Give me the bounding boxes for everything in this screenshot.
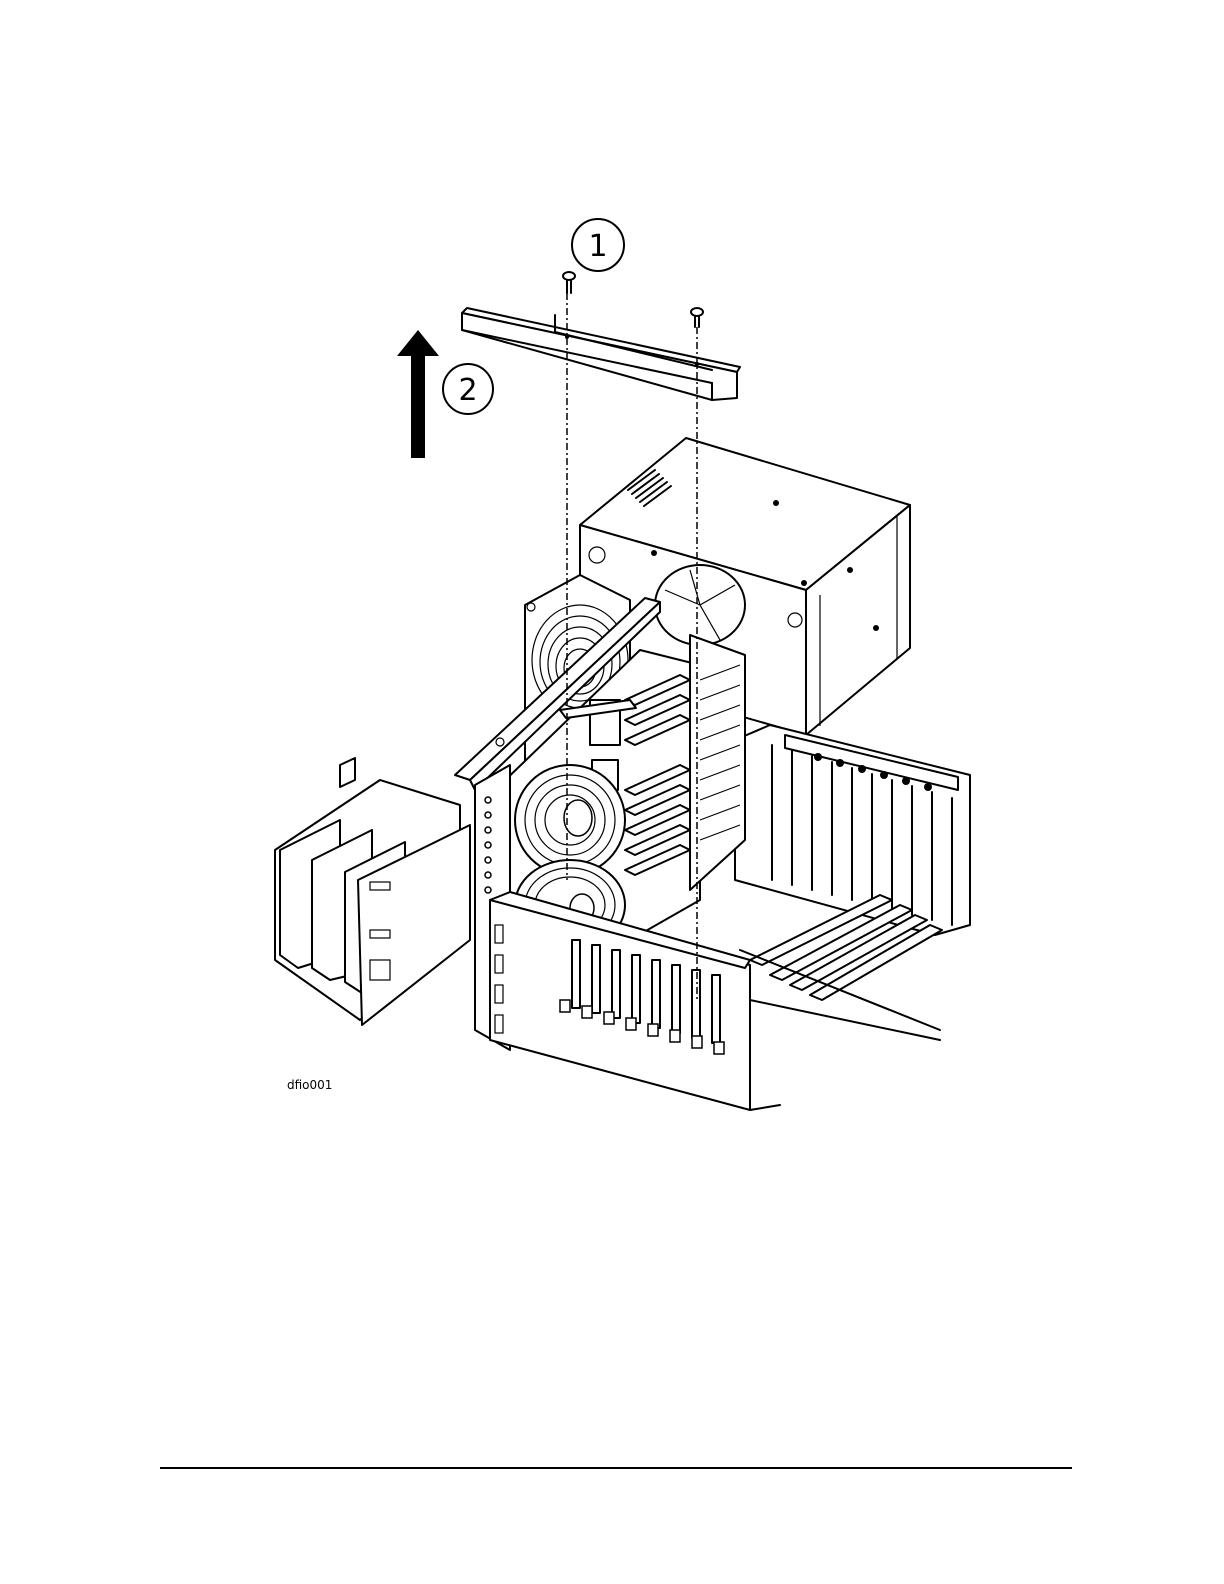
callout-1: 1 xyxy=(572,219,624,271)
callout-1-label: 1 xyxy=(588,229,607,264)
disk-drive-bay xyxy=(275,758,470,1025)
cpu-heatsink-upper xyxy=(515,765,625,875)
removal-arrow xyxy=(397,330,439,458)
card-cage xyxy=(735,725,970,1030)
footer-rule xyxy=(160,1467,1072,1469)
psu-fan xyxy=(655,565,745,645)
figure-id: dfio001 xyxy=(287,1078,332,1092)
callout-2: 2 xyxy=(443,364,493,414)
screw-right xyxy=(691,308,703,327)
screw-left xyxy=(563,272,575,293)
callout-2-label: 2 xyxy=(458,373,477,408)
